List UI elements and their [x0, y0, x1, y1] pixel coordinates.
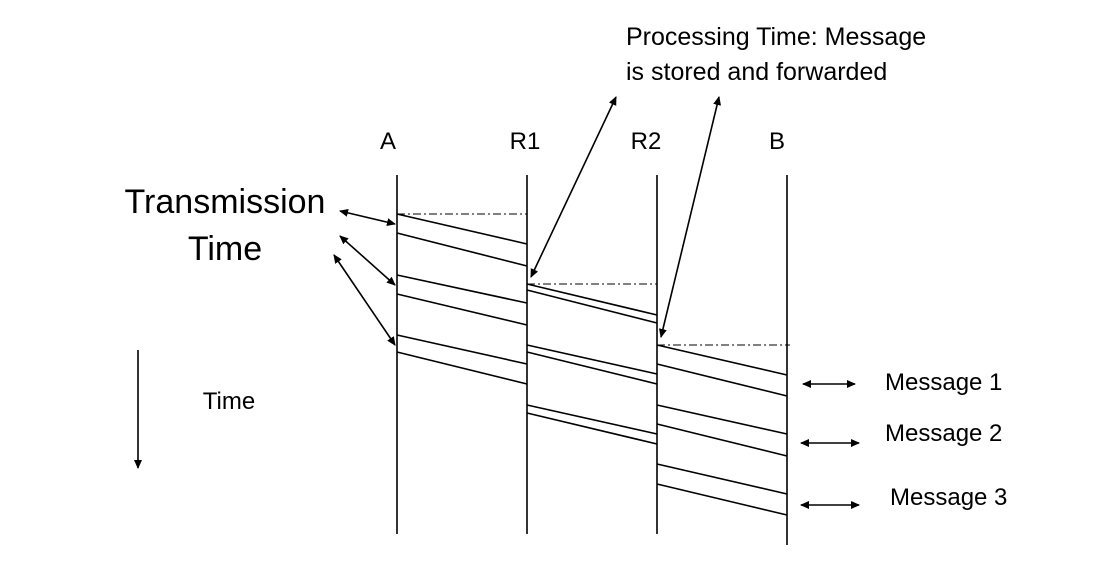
message-1-start-r1-r2	[526, 283, 658, 316]
message-1-end-a-r1	[396, 232, 528, 267]
message-3-end-a-r1	[396, 351, 528, 385]
message-1-start-r2-b	[656, 344, 788, 376]
message-2-start-r2-b	[656, 404, 788, 435]
time-axis-label: Time	[203, 388, 255, 415]
processing-arrow-r2	[658, 96, 722, 338]
message-3-start-r2-b	[656, 463, 788, 495]
message-2-end-r1-r2	[526, 351, 658, 385]
message-3-end-r1-r2	[526, 412, 658, 445]
message-3-end-r2-b	[656, 483, 788, 516]
message-2-end-r2-b	[656, 423, 788, 457]
transmission-time-label-line1: Transmission	[125, 183, 326, 221]
transmission-arrow-1	[339, 208, 396, 227]
message-2-start-r1-r2	[526, 344, 658, 375]
processing-arrow-r1	[530, 96, 617, 278]
message-1-end-r2-b	[656, 363, 788, 397]
node-label-r2: R2	[631, 128, 662, 155]
message-1-label: Message 1	[885, 369, 1002, 396]
message-2-end-a-r1	[396, 293, 528, 326]
processing-time-label-line1: Processing Time: Message	[626, 23, 926, 51]
transmission-arrow-2	[339, 235, 396, 286]
message-2-label: Message 2	[885, 420, 1002, 447]
transmission-arrow-3	[333, 254, 396, 346]
message-3-label: Message 3	[890, 484, 1007, 511]
node-label-b: B	[769, 128, 785, 155]
message-3-start-a-r1	[396, 334, 528, 365]
processing-time-label-line2: is stored and forwarded	[626, 58, 887, 86]
node-label-r1: R1	[510, 128, 541, 155]
message-1-end-r1-r2	[526, 289, 658, 324]
transmission-time-label-line2: Time	[188, 230, 262, 268]
node-label-a: A	[380, 128, 396, 155]
message-3-start-r1-r2	[526, 404, 658, 435]
message-1-start-a-r1	[396, 213, 528, 245]
message-2-start-a-r1	[396, 274, 528, 304]
